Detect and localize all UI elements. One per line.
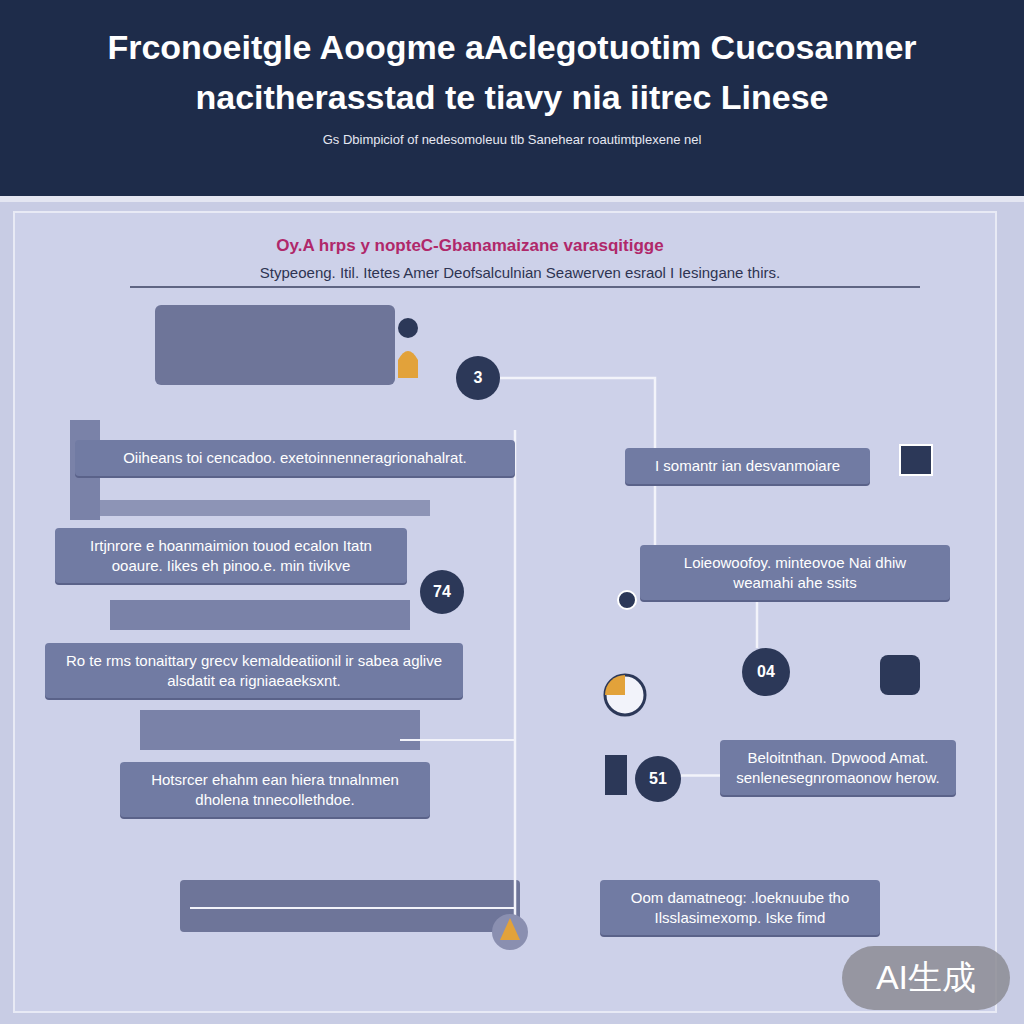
icon [880, 655, 920, 695]
box-text: Ro te rms tonaittary grecv kemaldeatiion… [57, 651, 451, 690]
box-text: Irtjnrore e hoanmaimion touod ecalon Ita… [67, 536, 395, 575]
box-text: Hotsrcer ehahm ean hiera tnnalnmen dhole… [132, 770, 418, 809]
bracket-bar [110, 600, 410, 630]
connector [756, 600, 759, 648]
text-box: Loieowoofoy. minteovoe Nai dhiw weamahi … [640, 545, 950, 600]
icon [398, 351, 418, 378]
empty-box [155, 305, 395, 385]
icon [605, 755, 627, 795]
number-circle: 3 [456, 356, 500, 400]
text-box: I somantr ian desvanmoiare [625, 448, 870, 484]
connector [500, 378, 655, 448]
empty-box [180, 880, 520, 932]
icon [500, 918, 520, 940]
callout-number: 74 [433, 583, 451, 601]
icon [398, 318, 418, 338]
box-text: Oom damatneog: .loeknuube tho Ilsslasime… [612, 888, 868, 927]
title: Frconoeitgle Aoogme aAclegotuotim Cucosa… [30, 22, 994, 122]
section-subheading: Stypeoeng. Itil. Itetes Amer Deofsalculn… [110, 264, 930, 281]
number-circle: 51 [635, 756, 681, 802]
box-text: Beloitnthan. Dpwood Amat. senlenesegnrom… [732, 748, 944, 787]
icon [492, 914, 528, 950]
heading-rule [130, 286, 920, 288]
box-text: I somantr ian desvanmoiare [637, 456, 858, 476]
callout-number: 3 [474, 369, 483, 387]
leader-line [190, 907, 515, 909]
leader-line [400, 739, 515, 741]
header-band [0, 0, 1024, 196]
box-text: Loieowoofoy. minteovoe Nai dhiw weamahi … [652, 553, 938, 592]
bracket-bar [100, 500, 430, 516]
text-box: Oiiheans toi cencadoo. exetoinnenneragri… [75, 440, 515, 476]
icon [605, 675, 625, 695]
number-circle: 74 [420, 570, 464, 614]
text-box: Irtjnrore e hoanmaimion touod ecalon Ita… [55, 528, 407, 583]
icon [605, 675, 645, 715]
header-rule [0, 196, 1024, 202]
connector [654, 484, 657, 546]
section-heading: Oy.A hrps y nopteC-Gbanamaizane varasqit… [120, 236, 820, 256]
text-box: Ro te rms tonaittary grecv kemaldeatiion… [45, 643, 463, 698]
text-box: Beloitnthan. Dpwood Amat. senlenesegnrom… [720, 740, 956, 795]
icon [618, 591, 636, 609]
text-box: Hotsrcer ehahm ean hiera tnnalnmen dhole… [120, 762, 430, 817]
spine-line [514, 430, 517, 930]
number-circle: 04 [742, 648, 790, 696]
callout-number: 04 [757, 663, 775, 681]
subtitle: Gs Dbimpiciof of nedesomoleuu tlb Sanehe… [30, 132, 994, 147]
text-box: Oom damatneog: .loeknuube tho Ilsslasime… [600, 880, 880, 935]
icon [900, 445, 932, 475]
callout-number: 51 [649, 770, 667, 788]
bracket-bar [140, 710, 420, 750]
watermark: AI生成 [842, 946, 1010, 1010]
connector [681, 774, 720, 777]
panel [14, 212, 996, 1012]
box-text: Oiiheans toi cencadoo. exetoinnenneragri… [87, 448, 503, 468]
